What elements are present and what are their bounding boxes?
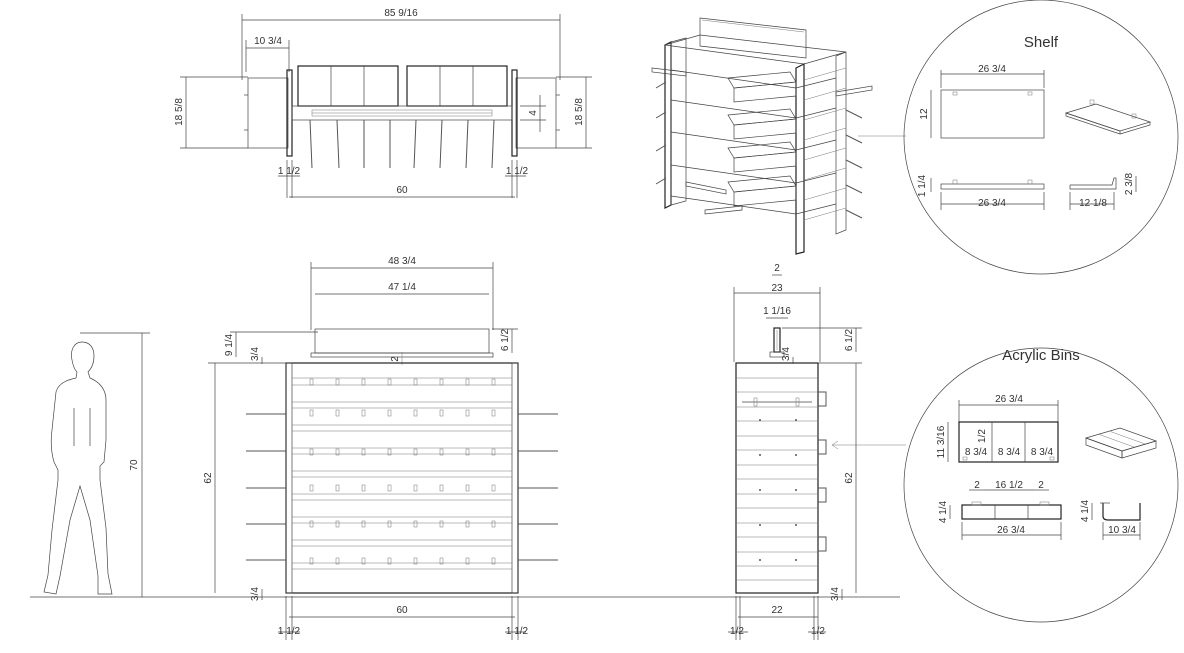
- front-header-panel-dim: 6 1/2: [500, 328, 511, 351]
- side-view: 2 23 1 1/16: [728, 263, 906, 640]
- top-post-right-dim: 1 1/2: [506, 166, 529, 177]
- bins-gap-right-dim: 2: [1038, 480, 1044, 491]
- shelf-bottom-width-dim: 26 3/4: [978, 198, 1006, 209]
- side-post-right-dim: 1/2: [811, 626, 825, 637]
- bins-detail-title: Acrylic Bins: [1002, 347, 1080, 364]
- top-bin-width-dim: 10 3/4: [254, 36, 282, 47]
- front-height-dim: 62: [203, 472, 214, 484]
- top-overall-dim: 85 9/16: [384, 8, 418, 19]
- side-height-dim: 62: [844, 472, 855, 484]
- top-depth-right-dim: 18 5/8: [574, 98, 585, 126]
- front-top-gap-dim: 3/4: [250, 347, 261, 361]
- bins-height-dim: 4 1/4: [938, 500, 949, 523]
- person-silhouette: 70: [43, 332, 150, 597]
- side-depth-dim: 23: [771, 283, 783, 294]
- top-tray-dim: 4: [528, 110, 539, 116]
- front-width-dim: 60: [396, 605, 408, 616]
- bins-bottom-width-dim: 26 3/4: [997, 525, 1025, 536]
- top-view: 85 9/16 10 3/4 18 5/8 18 5/8: [174, 8, 592, 198]
- front-view: 48 3/4 47 1/4 9 1/4 3/4 6 1/2 2: [203, 256, 558, 640]
- isometric-view: [651, 17, 906, 255]
- side-top-gap-dim: 3/4: [781, 347, 792, 361]
- top-post-left-dim: 1 1/2: [278, 166, 301, 177]
- bins-middle-dim: 16 1/2: [995, 480, 1023, 491]
- shelf-lip-dim: 2 3/8: [1124, 172, 1135, 195]
- front-base-dim: 3/4: [250, 587, 261, 601]
- shelf-detail: Shelf 26 3/4 12 1 1/4 26 3/4 12 1/8: [903, 0, 1179, 275]
- bins-depth-dim: 11 3/16: [936, 425, 947, 458]
- side-header-panel-dim: 6 1/2: [844, 328, 855, 351]
- front-post-right-dim: 1 1/2: [506, 626, 529, 637]
- bins-cell-2-dim: 8 3/4: [998, 447, 1021, 458]
- shelf-side-depth-dim: 12 1/8: [1079, 198, 1107, 209]
- shelf-width-dim: 26 3/4: [978, 64, 1006, 75]
- bins-cell-1-dim: 8 3/4: [965, 447, 988, 458]
- side-header-thickness-dim: 1 1/16: [763, 306, 791, 317]
- person-height-dim: 70: [129, 459, 140, 471]
- shelf-depth-dim: 12: [919, 108, 930, 120]
- front-header-height-dim: 9 1/4: [224, 333, 235, 356]
- bins-gap-left-dim: 2: [974, 480, 980, 491]
- bins-inner-mark-dim: 1/2: [977, 429, 988, 443]
- shelf-detail-title: Shelf: [1024, 34, 1059, 51]
- front-header-inner-dim: 47 1/4: [388, 282, 416, 293]
- side-post-dim: 2: [774, 263, 780, 274]
- front-post-left-dim: 1 1/2: [278, 626, 301, 637]
- front-header-outer-dim: 48 3/4: [388, 256, 416, 267]
- side-base-dim: 3/4: [830, 587, 841, 601]
- bins-side-width-dim: 10 3/4: [1108, 525, 1136, 536]
- bins-side-height-dim: 4 1/4: [1080, 499, 1091, 522]
- shelf-thickness-dim: 1 1/4: [917, 174, 928, 197]
- bins-cell-3-dim: 8 3/4: [1031, 447, 1054, 458]
- bins-detail: Acrylic Bins 26 3/4 8 3/4 8 3/4 8 3/4 1/…: [903, 347, 1179, 623]
- bins-overall-dim: 26 3/4: [995, 394, 1023, 405]
- top-inner-width-dim: 60: [396, 185, 408, 196]
- front-center-mark-dim: 2: [390, 356, 401, 362]
- top-depth-left-dim: 18 5/8: [174, 98, 185, 126]
- side-width-dim: 22: [771, 605, 783, 616]
- side-post-left-dim: 1/2: [730, 626, 744, 637]
